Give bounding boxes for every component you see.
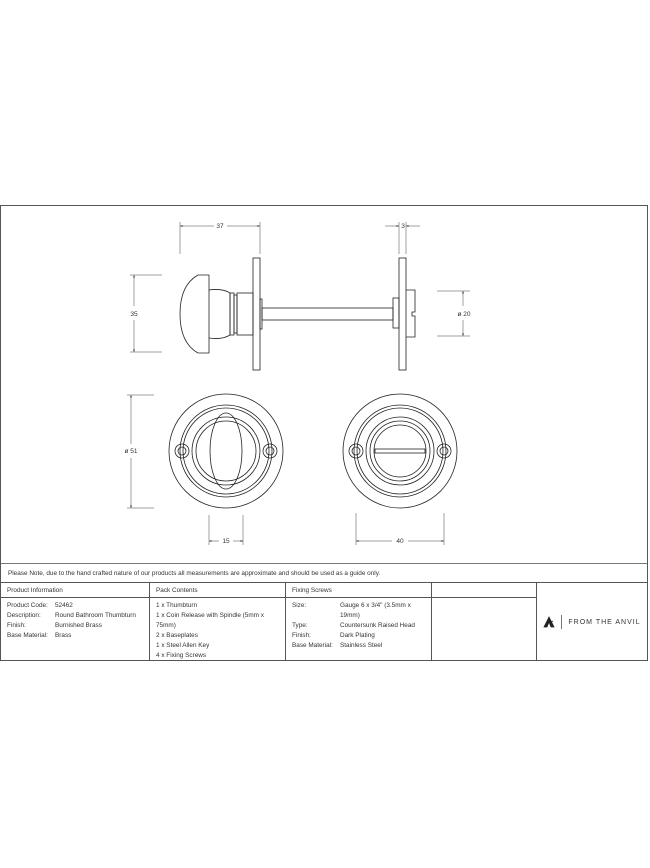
fixing-screws: Fixing Screws Size: Gauge 6 x 3/4" (3.5mm… [286, 583, 432, 661]
dim-37: 37 [216, 223, 224, 230]
section-title: Product Information [1, 583, 149, 598]
value: Gauge 6 x 3/4" (3.5mm x 19mm) [340, 602, 411, 619]
dim-15: 15 [222, 538, 230, 545]
value: Burnished Brass [55, 622, 102, 629]
value: Dark Plating [340, 632, 375, 639]
value: Round Bathroom Thumbturn [55, 612, 136, 619]
value: Brass [55, 632, 72, 639]
pack-item: 1 x Steel Allen Key [156, 642, 210, 649]
label: Type: [292, 622, 308, 629]
drawing-sheet: Please Note, due to the hand crafted nat… [0, 205, 648, 661]
thumbturn-front-view [168, 393, 284, 509]
pack-item: 2 x Baseplates [156, 632, 198, 639]
pack-item: 1 x Thumbturn [156, 602, 198, 609]
dim-20: ø 20 [457, 311, 470, 318]
label: Base Material: [7, 632, 48, 639]
column-divider [536, 583, 537, 661]
anvil-logo-icon [543, 616, 556, 628]
logo-separator [561, 615, 563, 629]
product-information: Product Information Product Code: 52462 D… [1, 583, 150, 661]
dim-51: ø 51 [124, 448, 137, 455]
label: Product Code: [7, 602, 48, 609]
pack-contents: Pack Contents 1 x Thumbturn 1 x Coin Rel… [150, 583, 286, 661]
label: Size: [292, 602, 307, 609]
brand-name: FROM THE ANVIL [568, 618, 641, 626]
pack-item: 1 x Coin Release with Spindle (5mm x 75m… [156, 612, 264, 629]
dim-3: 3 [401, 223, 405, 230]
header-divider [432, 583, 536, 598]
pack-item: 4 x Fixing Screws [156, 652, 207, 659]
dim-35: 35 [130, 311, 138, 318]
value: Countersunk Raised Head [340, 622, 415, 629]
label: Description: [7, 612, 41, 619]
label: Finish: [292, 632, 311, 639]
value: 52462 [55, 602, 73, 609]
section-title: Fixing Screws [286, 583, 431, 598]
disclaimer-note: Please Note, due to the hand crafted nat… [1, 563, 647, 583]
side-view [179, 257, 416, 371]
section-title: Pack Contents [150, 583, 285, 598]
coin-release-front-view [342, 393, 458, 509]
value: Stainless Steel [340, 642, 383, 649]
dimension-lines [127, 222, 470, 545]
label: Finish: [7, 622, 26, 629]
brand-logo: FROM THE ANVIL [537, 583, 647, 661]
label: Base Material: [292, 642, 333, 649]
dim-40: 40 [396, 538, 404, 545]
